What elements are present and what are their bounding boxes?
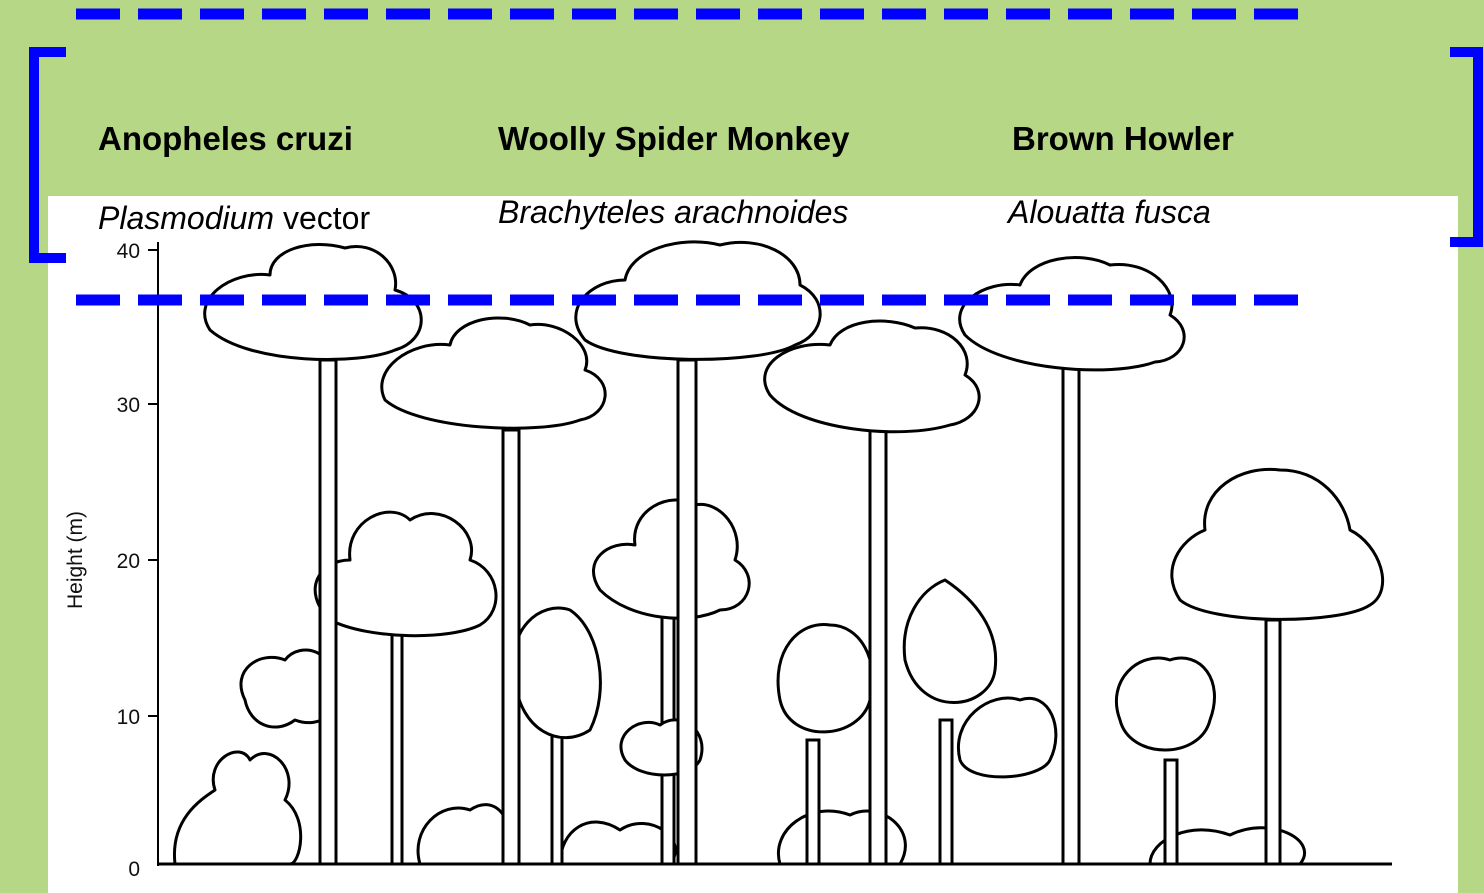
tick-label-40: 40 xyxy=(117,240,140,263)
tree-trunk xyxy=(552,730,562,864)
tree-trunk xyxy=(1266,620,1280,864)
shrub xyxy=(418,805,510,864)
tree-trunk xyxy=(392,620,402,864)
species-scientific-name-1: Plasmodium vector xyxy=(98,200,370,237)
tree-crown xyxy=(1172,469,1383,619)
tree-crown xyxy=(778,624,873,731)
species-scientific-name-2: Brachyteles arachnoides xyxy=(498,194,848,231)
height-axis-title: Height (m) xyxy=(64,511,87,609)
tick-label-0: 0 xyxy=(128,858,140,881)
species-scientific-name-3: Alouatta fusca xyxy=(1008,194,1211,231)
tree-crown xyxy=(904,580,995,703)
height-axis: 40 30 20 10 0 Height (m) xyxy=(64,240,158,881)
tree-trunk xyxy=(1063,360,1079,864)
tree-trunk xyxy=(940,720,952,864)
species-common-name-1: Anopheles cruzi xyxy=(98,120,353,158)
tree-crown xyxy=(1116,658,1214,750)
tree-trunk xyxy=(678,360,696,864)
left-bracket xyxy=(34,52,66,258)
species-scientific-italic-1: Plasmodium xyxy=(98,200,274,236)
tree-crown xyxy=(958,698,1055,777)
tick-label-10: 10 xyxy=(117,706,140,729)
tree-crown xyxy=(593,500,749,618)
shrub xyxy=(560,822,675,864)
tick-label-20: 20 xyxy=(117,550,140,573)
tree-trunk xyxy=(1165,760,1177,864)
forest-trees xyxy=(174,242,1382,864)
tree-trunk xyxy=(870,420,886,864)
tree-crown xyxy=(315,512,496,636)
shrub xyxy=(174,752,300,864)
species-scientific-italic-3: Alouatta fusca xyxy=(1008,194,1211,230)
species-common-name-3: Brown Howler xyxy=(1012,120,1234,158)
tree-trunk xyxy=(807,740,819,864)
species-common-name-2: Woolly Spider Monkey xyxy=(498,120,849,158)
right-bracket xyxy=(1450,52,1478,242)
tree-crown xyxy=(960,258,1185,370)
species-scientific-italic-2: Brachyteles arachnoides xyxy=(498,194,848,230)
tree-trunk xyxy=(503,430,519,864)
tree-trunk xyxy=(320,360,336,864)
species-scientific-rest-1: vector xyxy=(274,200,370,236)
tick-label-30: 30 xyxy=(117,394,140,417)
tree-crown xyxy=(513,608,600,738)
